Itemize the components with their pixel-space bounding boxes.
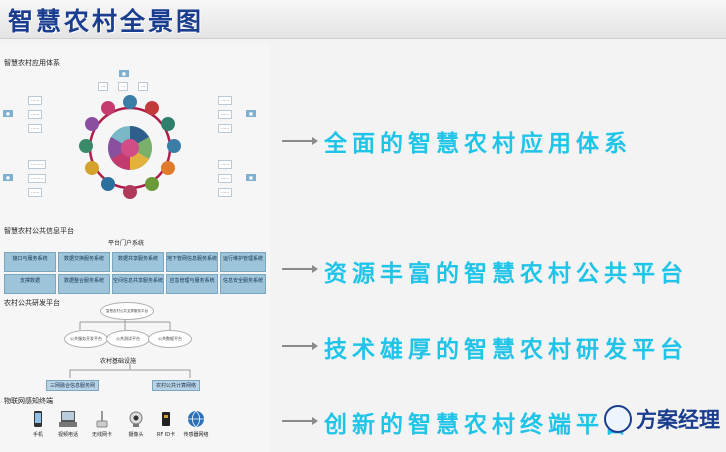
platform-box: 信息安全服务系统 [220, 274, 266, 294]
platform-box: 应急管理与服务系统 [166, 274, 218, 294]
section-iot: 物联网感知终端 [4, 397, 53, 405]
right-node: ⋯⋯ [218, 174, 232, 183]
slogan-terminal-platform: 创新的智慧农村终端平台 [324, 412, 632, 438]
left-node: ⋯⋯ [28, 124, 42, 133]
arrow-icon [282, 342, 318, 350]
watermark-logo-icon [604, 405, 632, 433]
device-label: 无线网卡 [91, 432, 112, 438]
device-label: 手机 [32, 432, 43, 438]
section-app-system: 智慧农村应用体系 [4, 59, 60, 67]
wheel-node: ⋯ [118, 82, 128, 91]
platform-box: 数据交换服务系统 [58, 252, 110, 272]
wireless-card-icon [96, 411, 108, 428]
left-node: ⋯⋯⋯ [28, 160, 46, 169]
watermark: 方案经理 [604, 404, 720, 434]
globe-icon [188, 410, 204, 428]
right-node: ⋯⋯ [218, 188, 232, 197]
right-group-label: ■ [246, 110, 256, 117]
rd-node: 公共数据平台 [148, 330, 192, 348]
left-node: ⋯⋯ [28, 96, 42, 105]
platform-box: 数据整合服务系统 [58, 274, 110, 294]
device-video-phone: 视频电话 [48, 410, 88, 438]
right-node: ⋯⋯ [218, 124, 232, 133]
wheel-node: ⋯ [138, 82, 148, 91]
device-label: RF ID卡 [156, 432, 176, 438]
left-node: ⋯⋯ [28, 188, 42, 197]
camera-icon [129, 411, 143, 427]
rfid-card-icon [162, 412, 170, 426]
rd-root-node: 智慧农村公共支撑服务平台 [100, 302, 154, 320]
arrow-icon [282, 137, 318, 145]
slogan-app-system: 全面的智慧农村应用体系 [324, 131, 632, 157]
wheel-top-label: ■ [119, 70, 129, 77]
right-node: ⋯⋯ [218, 96, 232, 105]
section-rd-platform: 农村公共研发平台 [4, 299, 60, 307]
diagram-panel: 智慧农村应用体系 ■ ⋯ ⋯ ⋯ ■ ⋯⋯ ⋯⋯ ⋯⋯ ■ ⋯⋯⋯ ⋯⋯⋯ ⋯⋯… [0, 44, 270, 452]
right-node: ⋯⋯ [218, 160, 232, 169]
device-wireless-card: 无线网卡 [82, 410, 122, 438]
slogan-rd-platform: 技术雄厚的智慧农村研发平台 [324, 337, 688, 363]
platform-box: 接口与服务系统 [4, 252, 56, 272]
portal-label: 平台门户系统 [108, 240, 145, 247]
left-node: ⋯⋯ [28, 110, 42, 119]
page-title: 智慧农村全景图 [8, 7, 205, 36]
device-camera: 摄像头 [116, 410, 156, 438]
device-sensor-network: 传感器网络 [176, 410, 216, 438]
left-node: ⋯⋯⋯ [28, 174, 46, 183]
app-wheel-diagram [79, 95, 181, 199]
network-box: 三网融合信息服务网 [46, 380, 100, 391]
phone-icon [34, 411, 42, 427]
device-label: 摄像头 [128, 432, 144, 438]
watermark-text: 方案经理 [636, 408, 720, 432]
platform-box: 支撑数据 [4, 274, 56, 294]
left-group-label: ■ [3, 110, 13, 117]
right-node: ⋯⋯ [218, 110, 232, 119]
platform-box: 数据共享服务系统 [112, 252, 164, 272]
arrow-icon [282, 265, 318, 273]
device-rfid: RF ID卡 [146, 410, 186, 438]
platform-box: 运行维护管理系统 [220, 252, 266, 272]
platform-box: 空间信息共享服务系统 [112, 274, 164, 294]
device-label: 传感器网络 [183, 432, 209, 438]
platform-box: 地下管网信息服务系统 [166, 252, 218, 272]
right-group-label: ■ [246, 174, 256, 181]
slogan-public-platform: 资源丰富的智慧农村公共平台 [324, 261, 688, 287]
infra-label: 农村基础设施 [100, 358, 137, 365]
device-phone: 手机 [18, 410, 58, 438]
wheel-node: ⋯ [98, 82, 108, 91]
rd-node: 公共服务开发平台 [64, 330, 108, 348]
rd-node: 公共测试平台 [106, 330, 150, 348]
left-group-label: ■ [3, 174, 13, 181]
title-bar: 智慧农村全景图 [0, 0, 726, 39]
section-public-platform: 智慧农村公共信息平台 [4, 227, 74, 235]
infra-connector-lines [69, 364, 191, 378]
arrow-icon [282, 417, 318, 425]
network-box: 农村公共计算网络 [152, 380, 201, 391]
video-phone-icon [59, 411, 77, 427]
device-label: 视频电话 [57, 432, 78, 438]
